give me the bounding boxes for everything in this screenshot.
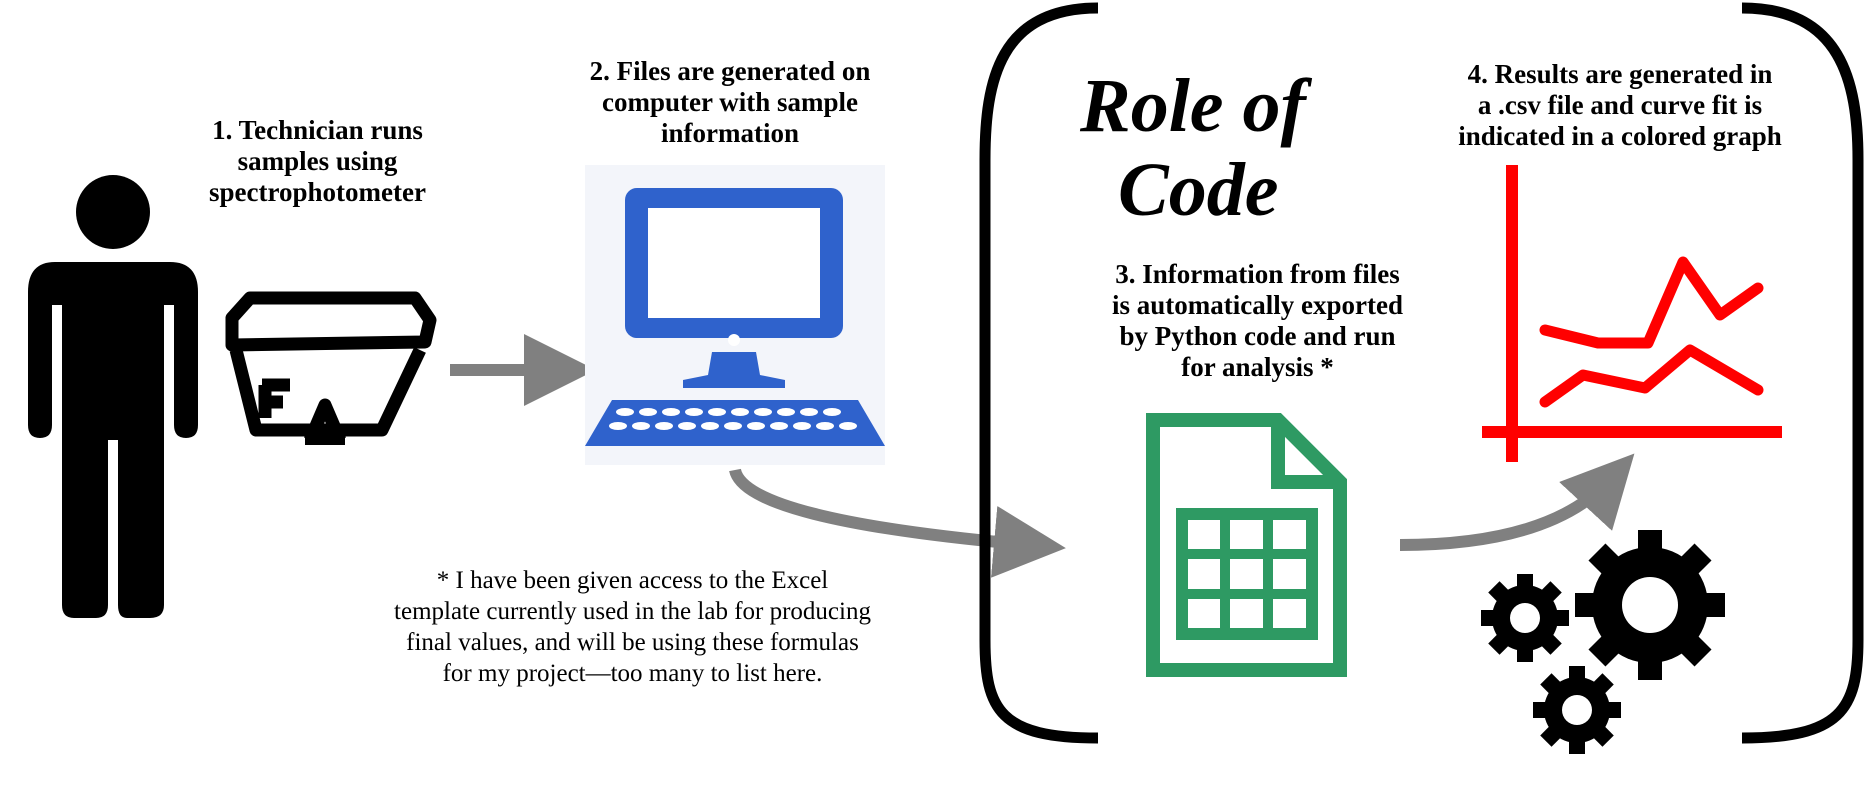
footnote-line-1: * I have been given access to the Excel <box>436 567 829 594</box>
step-1-line-1: 1. Technician runs <box>212 115 423 145</box>
step-3-line-4: for analysis * <box>1181 352 1334 382</box>
step-1-line-2: samples using <box>237 146 398 176</box>
computer-icon <box>585 165 885 465</box>
line-graph-icon <box>1482 165 1782 462</box>
footnote-line-4: for my project—too many to list here. <box>442 660 823 687</box>
footnote-line-3: final values, and will be using these fo… <box>406 629 859 656</box>
role-line-2: Code <box>1118 148 1279 232</box>
step-2-caption: 2. Files are generated on computer with … <box>550 56 910 149</box>
step-4-caption: 4. Results are generated in a .csv file … <box>1425 59 1815 152</box>
left-bracket <box>979 2 1099 744</box>
step-2-line-2: computer with sample <box>602 87 858 117</box>
role-line-1: Role of <box>1080 64 1306 148</box>
step-4-line-2: a .csv file and curve fit is <box>1477 90 1763 120</box>
step-3-caption: 3. Information from files is automatical… <box>1075 259 1440 383</box>
spreadsheet-icon <box>1146 413 1347 677</box>
person-icon <box>28 175 198 618</box>
role-of-code-title: Role of Code <box>1080 64 1306 232</box>
right-bracket <box>1741 2 1864 744</box>
step-4-line-1: 4. Results are generated in <box>1467 59 1773 89</box>
gears-icon <box>1481 530 1725 754</box>
step-3-line-1: 3. Information from files <box>1115 259 1400 289</box>
step-2-line-3: information <box>661 118 799 148</box>
arrow-2-to-3 <box>729 468 1066 578</box>
step-1-caption: 1. Technician runs samples using spectro… <box>175 115 460 208</box>
step-1-line-3: spectrophotometer <box>209 177 426 207</box>
step-2-line-1: 2. Files are generated on <box>589 56 871 86</box>
step-4-line-3: indicated in a colored graph <box>1458 121 1782 151</box>
footnote-line-2: template currently used in the lab for p… <box>394 598 871 625</box>
spectrophotometer-icon <box>225 291 437 445</box>
arrow-3-to-4 <box>1399 453 1635 551</box>
step-3-line-2: is automatically exported <box>1112 290 1403 320</box>
step-3-line-3: by Python code and run <box>1119 321 1396 351</box>
footnote: * I have been given access to the Excel … <box>345 565 920 689</box>
